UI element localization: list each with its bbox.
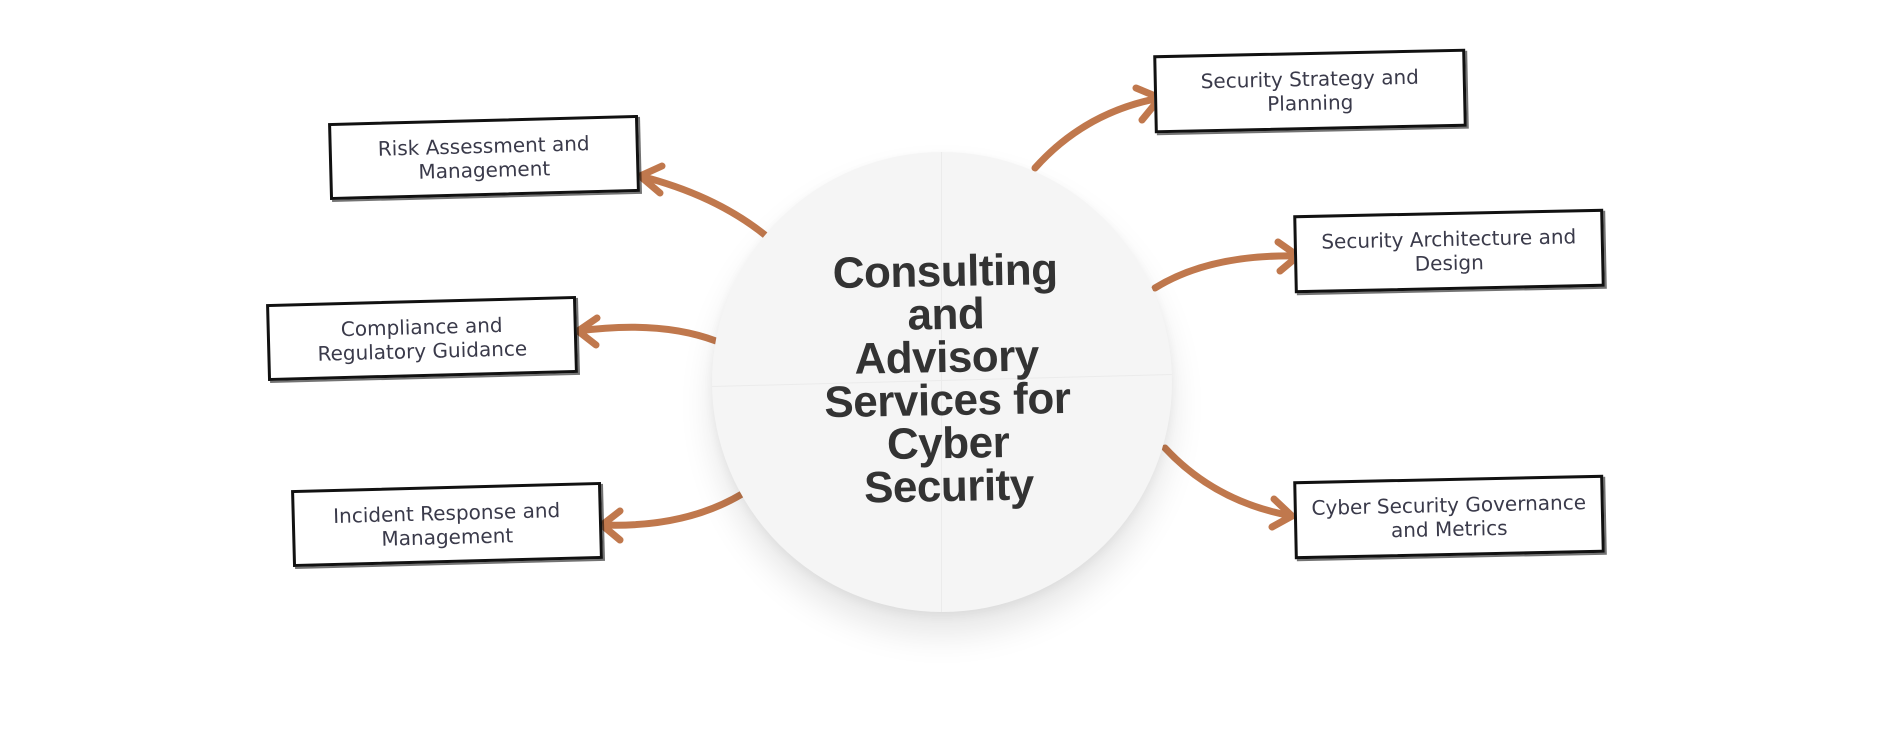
node-compliance[interactable]: Compliance and Regulatory Guidance	[266, 295, 578, 382]
arrowhead-governance	[1268, 495, 1296, 531]
node-label: Security Strategy and Planning	[1200, 64, 1420, 116]
arrow-to-incident-response	[598, 490, 746, 529]
arrow-to-risk-assessment	[636, 172, 769, 239]
node-label: Compliance and Regulatory Guidance	[317, 312, 528, 366]
arrow-to-governance	[1161, 444, 1296, 520]
node-label: Incident Response and Management	[332, 497, 561, 551]
node-label: Risk Assessment and Management	[377, 130, 590, 184]
node-security-architecture[interactable]: Security Architecture and Design	[1293, 208, 1605, 294]
circle-divider-vertical	[941, 152, 942, 612]
node-label: Cyber Security Governance and Metrics	[1311, 490, 1587, 543]
arrowhead-risk-assessment	[636, 162, 666, 197]
arrow-to-compliance	[574, 323, 720, 345]
node-label: Security Architecture and Design	[1321, 224, 1577, 276]
arrow-to-security-strategy	[1031, 94, 1164, 172]
central-topic-title: Consulting and Advisory Services for Cyb…	[823, 245, 1071, 513]
node-governance[interactable]: Cyber Security Governance and Metrics	[1293, 474, 1605, 560]
node-security-strategy[interactable]: Security Strategy and Planning	[1153, 48, 1467, 134]
arrow-to-security-architecture	[1151, 252, 1302, 292]
center-circle	[712, 152, 1172, 612]
arrowhead-compliance	[574, 314, 601, 349]
node-risk-assessment[interactable]: Risk Assessment and Management	[328, 114, 640, 201]
node-incident-response[interactable]: Incident Response and Management	[291, 481, 603, 568]
